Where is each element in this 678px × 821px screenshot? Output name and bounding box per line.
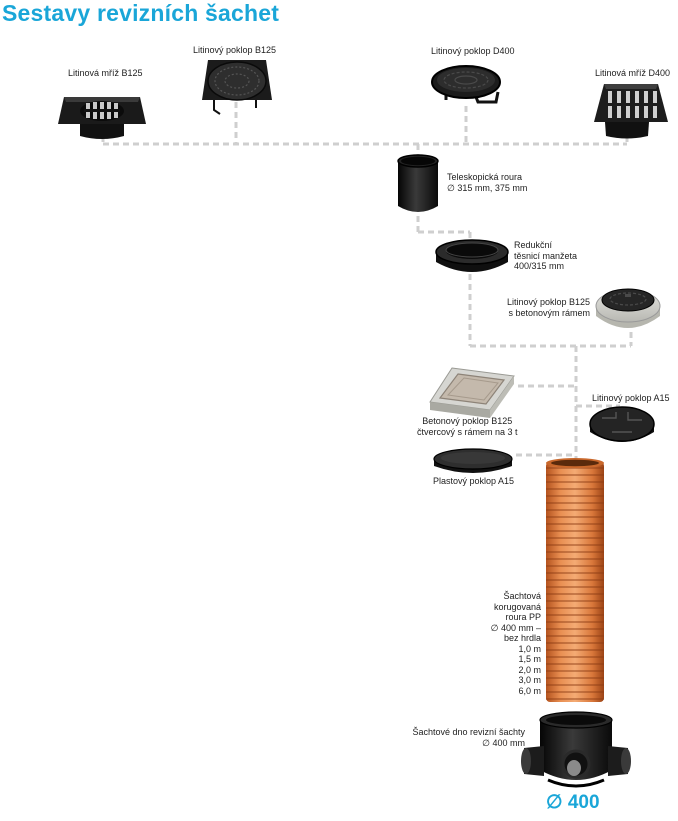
connector-lines bbox=[101, 102, 633, 466]
page-title: Sestavy revizních šachet bbox=[2, 0, 280, 26]
plastic-cover-icon bbox=[433, 448, 513, 473]
sealing-ring-icon bbox=[435, 239, 509, 272]
cast-iron-grate-b125-icon bbox=[58, 97, 146, 139]
sealing-ring-label: Redukční těsnicí manžeta 400/315 mm bbox=[514, 240, 578, 271]
shaft-base-icon bbox=[521, 711, 631, 788]
corrugated-pipe-icon bbox=[546, 458, 604, 702]
cast-iron-cover-a15-icon bbox=[589, 406, 655, 442]
shaft-base-label: Šachtové dno revizní šachty ∅ 400 mm bbox=[412, 727, 525, 748]
cover-with-concrete-frame-icon bbox=[595, 288, 661, 328]
cover-b125-label: Litinový poklop B125 bbox=[193, 45, 277, 55]
square-concrete-cover-icon bbox=[429, 367, 515, 418]
square-concrete-cover-label: Betonový poklop B125 čtvercový s rámem n… bbox=[417, 416, 518, 437]
cast-iron-grate-d400-icon bbox=[594, 84, 668, 139]
telescopic-pipe-label: Teleskopická roura ∅ 315 mm, 375 mm bbox=[447, 172, 528, 193]
grate-b125-label: Litinová mříž B125 bbox=[68, 68, 143, 78]
diameter-badge: ∅ 400 bbox=[546, 792, 600, 813]
plastic-cover-label: Plastový poklop A15 bbox=[433, 476, 515, 486]
telescopic-pipe-icon bbox=[397, 154, 439, 212]
cover-concrete-frame-label: Litinový poklop B125 s betonovým rámem bbox=[506, 297, 590, 318]
grate-d400-label: Litinová mříž D400 bbox=[595, 68, 671, 78]
cover-d400-label: Litinový poklop D400 bbox=[431, 46, 515, 56]
cover-a15-label: Litinový poklop A15 bbox=[592, 393, 670, 403]
cast-iron-cover-b125-icon bbox=[202, 60, 272, 115]
corrugated-pipe-label: Šachtová korugovaná roura PP ∅ 400 mm – … bbox=[490, 591, 541, 696]
cast-iron-cover-d400-icon bbox=[431, 65, 501, 104]
